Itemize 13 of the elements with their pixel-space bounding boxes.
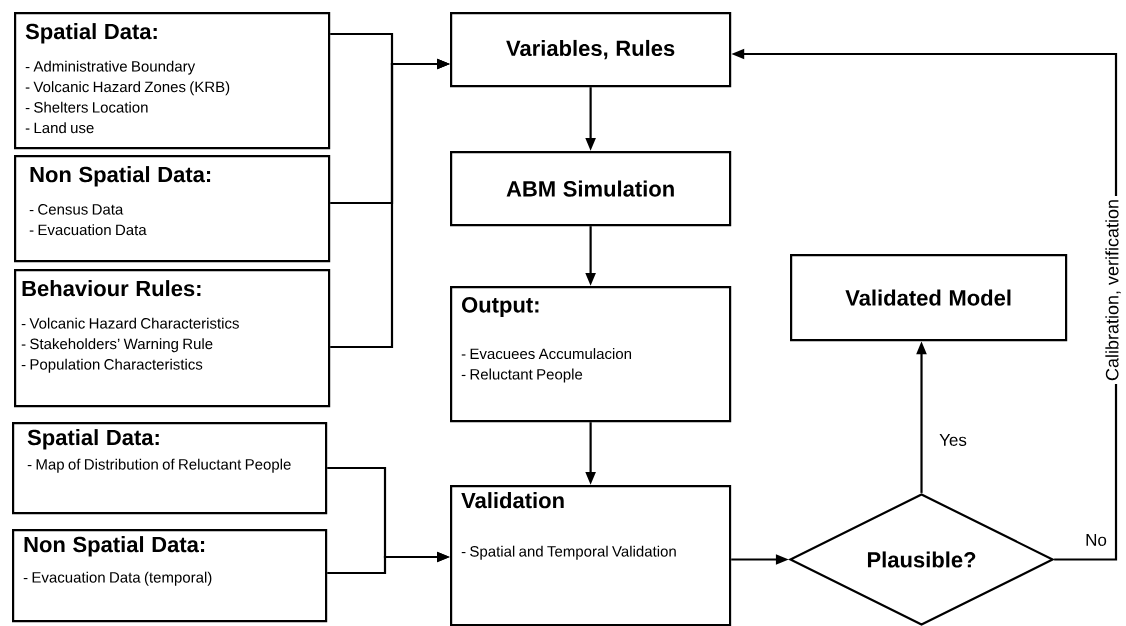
rotated-label: Calibration, verification (1102, 195, 1124, 385)
data-box: Behaviour Rules: - Volcanic Hazard Characteristics - Stakeholders’ Warning Rule - Population Characteristics (14, 269, 331, 408)
process-box: Variables, Rules (450, 12, 732, 88)
data-box: Output: - Evacuees Accumulacion - Reluctant People (450, 286, 732, 423)
data-box: Spatial Data: - Administrative Boundary - Volcanic Hazard Zones (KRB) - Shelters Location - Land use (14, 12, 331, 150)
data-box: Non Spatial Data: - Evacuation Data (temporal) (12, 529, 328, 623)
process-box: ABM Simulation (450, 151, 732, 227)
edge-label: Yes (938, 433, 968, 447)
edge-label: No (1084, 533, 1108, 547)
data-box: Non Spatial Data: - Census Data - Evacuation Data (14, 155, 331, 263)
process-box: Validated Model (790, 254, 1068, 342)
data-box: Spatial Data: - Map of Distribution of Reluctant People (12, 422, 328, 515)
data-box: Validation - Spatial and Temporal Validation (450, 485, 732, 626)
